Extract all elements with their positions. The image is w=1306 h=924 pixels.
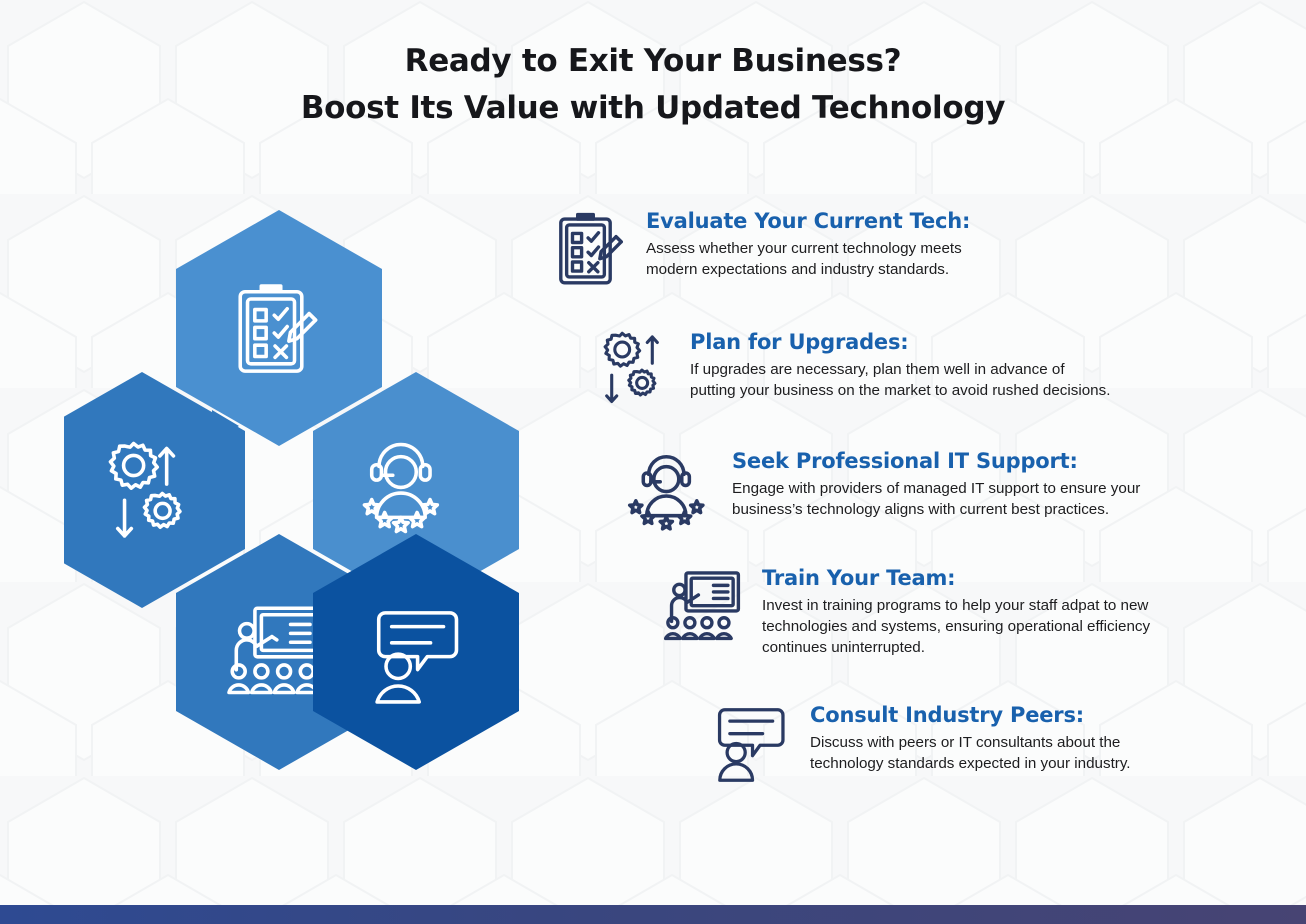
step-text: Plan for Upgrades: If upgrades are neces… <box>690 329 1110 401</box>
step-body-line: Invest in training programs to help your… <box>762 597 1149 614</box>
person-chat-bubble-icon <box>717 708 785 782</box>
step-heading: Seek Professional IT Support: <box>732 449 1078 473</box>
step-text: Consult Industry Peers: Discuss with pee… <box>810 702 1131 774</box>
step-evaluate-current-tech[interactable]: Evaluate Your Current Tech: Assess wheth… <box>556 208 970 288</box>
step-body-line: modern expectations and industry standar… <box>646 261 950 278</box>
footer-bar <box>0 905 1306 924</box>
gears-upgrade-arrows-icon <box>603 331 659 403</box>
step-body-line: technologies and systems, ensuring opera… <box>762 618 1151 635</box>
step-body-line: Engage with providers of managed IT supp… <box>732 480 1141 497</box>
step-body-line: putting your business on the market to a… <box>690 382 1111 399</box>
step-heading: Train Your Team: <box>762 566 956 590</box>
step-text: Train Your Team: Invest in training prog… <box>762 565 1150 658</box>
presenter-whiteboard-audience-icon <box>663 571 741 641</box>
step-body-line: technology standards expected in your in… <box>810 755 1131 772</box>
step-heading: Consult Industry Peers: <box>810 703 1084 727</box>
step-text: Evaluate Your Current Tech: Assess wheth… <box>646 208 970 280</box>
step-body-line: business’s technology aligns with curren… <box>732 501 1110 518</box>
step-body: Invest in training programs to help your… <box>762 595 1150 658</box>
step-seek-professional-it-support[interactable]: Seek Professional IT Support: Engage wit… <box>618 448 1140 536</box>
step-plan-for-upgrades[interactable]: Plan for Upgrades: If upgrades are neces… <box>592 329 1110 405</box>
step-train-your-team[interactable]: Train Your Team: Invest in training prog… <box>662 565 1150 658</box>
step-body: If upgrades are necessary, plan them wel… <box>690 359 1110 401</box>
step-text: Seek Professional IT Support: Engage wit… <box>732 448 1140 520</box>
step-body-line: If upgrades are necessary, plan them wel… <box>690 361 1065 378</box>
step-body: Discuss with peers or IT consultants abo… <box>810 732 1131 774</box>
step-heading: Evaluate Your Current Tech: <box>646 209 971 233</box>
step-body-line: Discuss with peers or IT consultants abo… <box>810 734 1121 751</box>
step-body: Assess whether your current technology m… <box>646 238 970 280</box>
clipboard-checklist-pencil-icon <box>559 212 623 285</box>
step-body-line: Assess whether your current technology m… <box>646 240 962 257</box>
step-body-line: continues uninterrupted. <box>762 639 925 656</box>
step-heading: Plan for Upgrades: <box>690 330 909 354</box>
step-consult-industry-peers[interactable]: Consult Industry Peers: Discuss with pee… <box>708 702 1131 784</box>
step-body: Engage with providers of managed IT supp… <box>732 478 1140 520</box>
headset-support-agent-stars-icon <box>627 454 705 531</box>
